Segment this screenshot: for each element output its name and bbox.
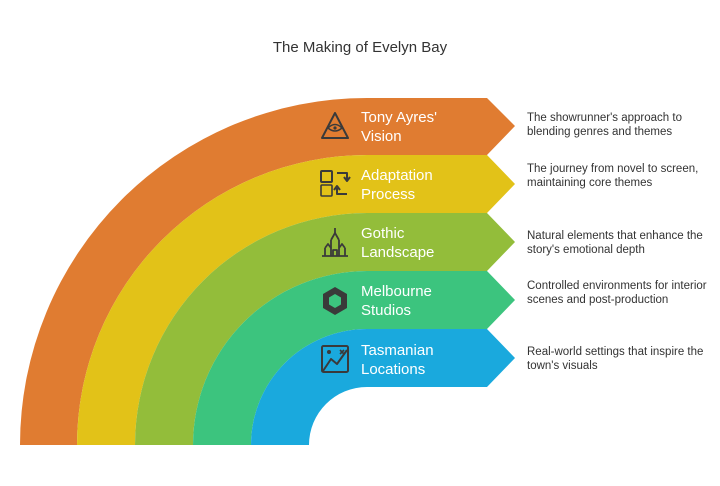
layer-band <box>193 271 515 445</box>
gothic-castle-icon <box>322 228 348 257</box>
svg-text:Studios: Studios <box>361 302 411 319</box>
svg-text:Gothic: Gothic <box>361 225 405 242</box>
layer-description-tony-ayres-vision: The showrunner's approach to blending ge… <box>527 112 682 138</box>
layer-adaptation-process: Adaptation Process <box>77 155 515 445</box>
svg-text:Melbourne: Melbourne <box>361 283 432 300</box>
layer-description-tasmanian-locations: Real-world settings that inspire the tow… <box>527 346 704 372</box>
svg-text:Adaptation: Adaptation <box>361 167 433 184</box>
svg-text:Locations: Locations <box>361 361 425 378</box>
svg-text:Tasmanian: Tasmanian <box>361 342 434 359</box>
layer-tasmanian-locations: Tasmanian Locations <box>251 329 515 445</box>
layer-description-gothic-landscape: Natural elements that enhance the story'… <box>527 230 703 256</box>
layer-description-adaptation-process: The journey from novel to screen, mainta… <box>527 163 699 189</box>
studio-cube-icon <box>323 287 347 315</box>
layer-melbourne-studios: Melbourne Studios <box>193 271 515 445</box>
svg-text:Vision: Vision <box>361 128 402 145</box>
layer-label-line2: Locations <box>361 361 425 378</box>
layer-label-line2: Vision <box>361 128 402 145</box>
layer-label-line2: Studios <box>361 302 411 319</box>
map-location-icon <box>321 345 349 373</box>
adaptation-arrows-icon <box>320 170 351 197</box>
layer-description-melbourne-studios: Controlled environments for interior sce… <box>527 280 707 306</box>
layer-label-line1: Tasmanian <box>361 342 434 359</box>
svg-text:Process: Process <box>361 186 415 203</box>
layer-band <box>251 329 515 445</box>
layer-label-line2: Process <box>361 186 415 203</box>
layer-label-line2: Landscape <box>361 244 434 261</box>
layer-band <box>20 98 515 445</box>
eye-pyramid-icon <box>321 112 349 139</box>
layer-label-line1: Adaptation <box>361 167 433 184</box>
layer-band <box>77 155 515 445</box>
layer-tony-ayres-vision: Tony Ayres' Vision <box>20 98 515 445</box>
svg-text:Tony Ayres': Tony Ayres' <box>361 109 437 126</box>
layer-label-line1: Tony Ayres' <box>361 109 437 126</box>
layer-label-line1: Melbourne <box>361 283 432 300</box>
diagram-title: The Making of Evelyn Bay <box>272 39 448 56</box>
layer-label-line1: Gothic <box>361 225 405 242</box>
svg-text:Landscape: Landscape <box>361 244 434 261</box>
